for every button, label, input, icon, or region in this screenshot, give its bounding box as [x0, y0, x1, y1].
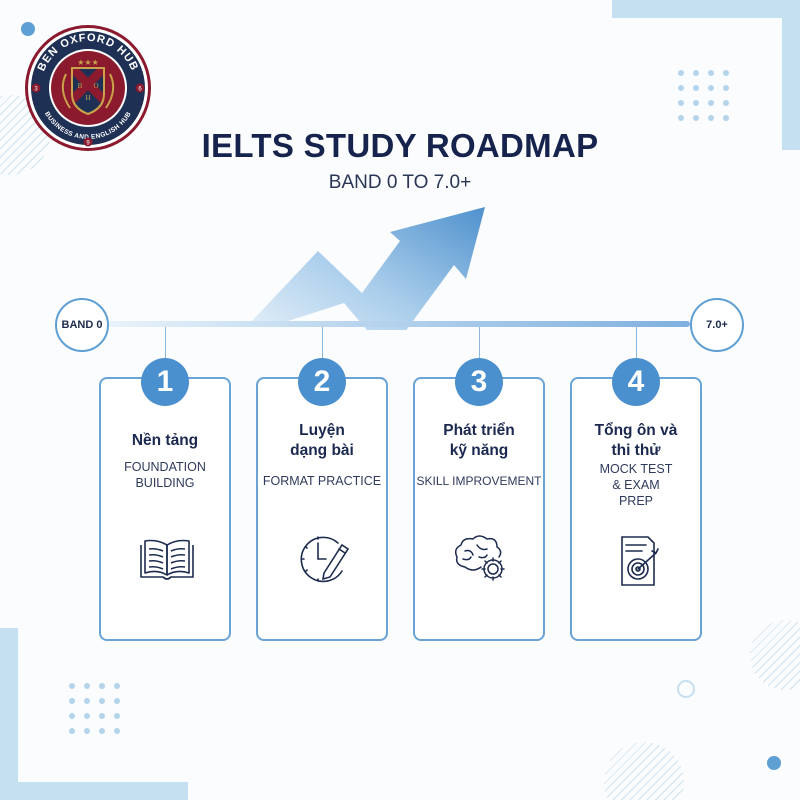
- timeline-end-label: 7.0+: [706, 319, 728, 331]
- step-card-mock-test: Tổng ôn và thi thử MOCK TEST & EXAM PREP: [570, 377, 702, 641]
- step-title-en: MOCK TEST & EXAM PREP: [599, 462, 673, 508]
- corner-decoration-bottom-left-horizontal: [0, 782, 188, 800]
- page-title: IELTS STUDY ROADMAP: [201, 127, 599, 164]
- brain-gear-icon: [454, 535, 505, 581]
- hatch-circle-decoration: [750, 620, 800, 690]
- dot-decoration: [21, 22, 35, 36]
- svg-text:H: H: [85, 94, 90, 102]
- step-title-vi: Nền tảng: [131, 432, 199, 449]
- step-title-en: FOUNDATION BUILDING: [124, 460, 206, 490]
- step-title-en: SKILL IMPROVEMENT: [416, 474, 542, 488]
- step-card-skill-improvement: Phát triển kỹ năng SKILL IMPROVEMENT: [413, 377, 545, 641]
- step-title-vi: Tổng ôn và thi thử: [594, 422, 678, 459]
- timeline-connector: [479, 327, 480, 363]
- corner-decoration-top-right-vertical: [782, 0, 800, 150]
- corner-decoration-bottom-left: [0, 628, 18, 800]
- svg-text:★★★: ★★★: [77, 58, 99, 67]
- hatch-circle-decoration: [604, 742, 684, 800]
- timeline-connector: [322, 327, 323, 363]
- step-card-foundation: Nền tảng FOUNDATION BUILDING: [99, 377, 231, 641]
- ben-oxford-hub-logo: BEN OXFORD HUB BUSINESS AND ENGLISH HUB …: [25, 25, 151, 151]
- step-card-format-practice: Luyện dạng bài FORMAT PRACTICE: [256, 377, 388, 641]
- step-title-en: FORMAT PRACTICE: [262, 474, 382, 488]
- step-number-badge: 3: [455, 358, 503, 406]
- step-number-badge: 2: [298, 358, 346, 406]
- svg-text:O: O: [93, 82, 98, 90]
- step-number-badge: 4: [612, 358, 660, 406]
- step-title-vi: Luyện dạng bài: [290, 422, 354, 459]
- open-book-icon: [140, 539, 194, 580]
- timeline-end-node: 7.0+: [690, 298, 744, 352]
- dot-grid-decoration: [678, 70, 729, 121]
- clock-pencil-icon: [300, 536, 350, 583]
- dot-grid-decoration: [69, 683, 120, 734]
- trend-up-arrow-icon: [250, 207, 485, 330]
- timeline-start-label: BAND 0: [61, 319, 103, 331]
- timeline-connector: [165, 327, 166, 363]
- step-title-vi: Phát triển kỹ năng: [443, 422, 515, 459]
- dot-decoration: [767, 756, 781, 770]
- step-number-badge: 1: [141, 358, 189, 406]
- corner-decoration-top-right: [612, 0, 800, 18]
- document-target-icon: [621, 536, 659, 586]
- svg-text:6: 6: [138, 87, 142, 93]
- page-subtitle: BAND 0 TO 7.0+: [328, 172, 472, 193]
- timeline-connector: [636, 327, 637, 363]
- svg-text:3: 3: [34, 87, 38, 93]
- svg-text:B: B: [78, 82, 83, 90]
- ring-decoration: [677, 680, 695, 698]
- svg-text:9: 9: [86, 141, 90, 147]
- timeline-start-node: BAND 0: [55, 298, 109, 352]
- timeline-bar: [108, 321, 690, 327]
